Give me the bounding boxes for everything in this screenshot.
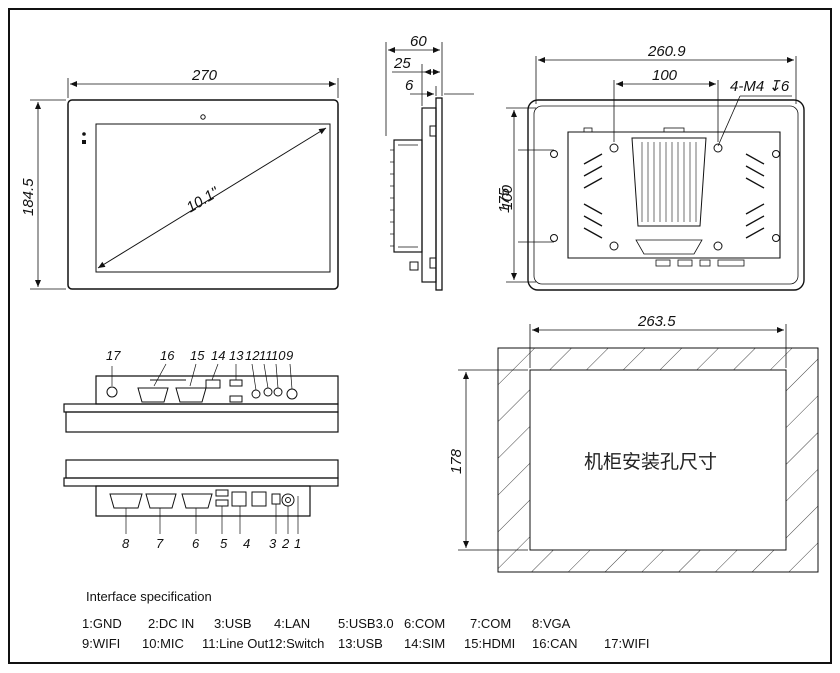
- top-callout-leaders: [111, 363, 293, 391]
- spec-item-16: 16:CAN: [532, 636, 578, 651]
- cutout-outer: [497, 347, 819, 573]
- rear-mount-holes: [550, 143, 780, 251]
- spec-item-7: 7:COM: [470, 616, 512, 631]
- front-height-label: 184.5: [20, 178, 37, 216]
- spec-item-11: 11:Line Out: [202, 636, 269, 651]
- light-sensor-icon: [82, 132, 86, 136]
- callout-17: 17: [106, 348, 121, 363]
- side-front-bezel: [435, 97, 443, 291]
- rear-heatsink: [631, 137, 707, 227]
- spec-item-6: 6:COM: [404, 616, 446, 631]
- cutout-view: 机柜安装孔尺寸 263.5 178: [448, 313, 819, 573]
- camera-icon: [200, 114, 206, 120]
- cutout-label: 机柜安装孔尺寸: [584, 451, 717, 473]
- bottom-callout-leaders: [125, 496, 299, 534]
- callout-7: 7: [156, 536, 164, 551]
- callout-8: 8: [122, 536, 130, 551]
- side-view: 60 25 6: [385, 33, 474, 291]
- rear-vhole-label: 100: [499, 184, 516, 210]
- callout-4: 4: [243, 536, 250, 551]
- side-foot: [409, 261, 419, 271]
- rear-view: 260.9 100 4-M4 ↧6 175 100: [496, 43, 805, 291]
- side-bracket-bottom: [429, 257, 437, 269]
- callout-3: 3: [269, 536, 277, 551]
- side-heatsink: [393, 139, 423, 253]
- drawing-border: [8, 8, 832, 664]
- callout-15: 15: [190, 348, 205, 363]
- front-bezel: [67, 99, 339, 290]
- top-bezel-plate: [63, 403, 339, 413]
- spec-item-15: 15:HDMI: [464, 636, 516, 651]
- diagonal-label: 10.1": [184, 184, 223, 217]
- callout-5: 5: [220, 536, 228, 551]
- top-edge-view: 17 16 15 14 13 12 11 10 9: [63, 348, 339, 433]
- rear-outline: [527, 99, 805, 291]
- callout-2: 2: [281, 536, 290, 551]
- callout-12: 12: [245, 348, 260, 363]
- rear-frame: [533, 105, 799, 285]
- spec-item-3: 3:USB: [214, 616, 252, 631]
- callout-14: 14: [211, 348, 225, 363]
- side-bracket-top: [429, 125, 437, 137]
- rear-width-label: 260.9: [647, 43, 686, 60]
- spec-item-5: 5:USB3.0: [338, 616, 394, 631]
- top-ports: [106, 379, 298, 403]
- rear-heatsink-fins: [641, 142, 697, 222]
- bottom-bezel-glass: [65, 459, 339, 479]
- callout-6: 6: [192, 536, 200, 551]
- spec-title: Interface specification: [86, 589, 212, 604]
- spec-item-1: 1:GND: [82, 616, 122, 631]
- callout-1: 1: [294, 536, 301, 551]
- spec-item-17: 17:WIFI: [604, 636, 650, 651]
- indicator-led-icon: [82, 140, 86, 144]
- spec-item-2: 2:DC IN: [148, 616, 195, 631]
- cutout-opening: [529, 369, 787, 551]
- rear-vents-left: [583, 153, 603, 239]
- rear-connectors: [583, 127, 745, 267]
- callout-13: 13: [229, 348, 244, 363]
- bottom-panel-body: [95, 485, 311, 517]
- rear-vents-right: [745, 153, 765, 239]
- screw-label: 4-M4 ↧6: [730, 78, 790, 95]
- side-body: [421, 107, 437, 283]
- bottom-edge-view: 8 7 6 5 4 3 2 1: [63, 459, 339, 551]
- callout-9: 9: [286, 348, 293, 363]
- spec-item-13: 13:USB: [338, 636, 383, 651]
- top-bezel-glass: [65, 411, 339, 433]
- bottom-ports: [109, 489, 295, 509]
- callout-11: 11: [259, 348, 273, 363]
- cutout-height-label: 178: [448, 448, 465, 474]
- front-width-label: 270: [191, 67, 218, 84]
- screw-leader: [717, 95, 741, 147]
- diagonal-line: [97, 127, 327, 269]
- rear-housing: [567, 131, 781, 259]
- side-fins: [390, 144, 418, 248]
- callout-16: 16: [160, 348, 175, 363]
- spec-item-14: 14:SIM: [404, 636, 446, 651]
- front-view: 10.1" 270 184.5: [20, 67, 339, 290]
- callout-10: 10: [271, 348, 286, 363]
- rear-hole-label: 100: [652, 67, 678, 84]
- side-depth-mid-label: 25: [393, 55, 411, 72]
- spec-item-12: 12:Switch: [268, 636, 325, 651]
- side-depth-front-label: 6: [405, 77, 414, 94]
- rear-heatsink-base: [635, 239, 703, 255]
- side-depth-total-label: 60: [410, 33, 427, 50]
- front-screen: [95, 123, 331, 273]
- spec-item-8: 8:VGA: [532, 616, 571, 631]
- spec-item-10: 10:MIC: [142, 636, 184, 651]
- rear-height-label: 175: [496, 187, 513, 213]
- spec-item-4: 4:LAN: [274, 616, 311, 631]
- cutout-width-label: 263.5: [637, 313, 676, 330]
- bottom-bezel-plate: [63, 477, 339, 487]
- spec-item-9: 9:WIFI: [82, 636, 121, 651]
